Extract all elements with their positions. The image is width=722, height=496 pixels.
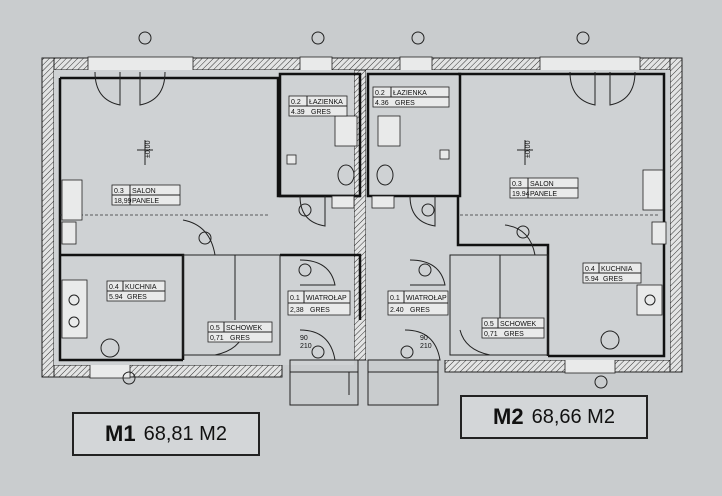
room-floor: GRES — [410, 307, 430, 314]
exterior-walls — [41, 56, 683, 379]
level-markers — [137, 140, 533, 395]
room-name: ŁAZIENKA — [393, 90, 427, 97]
room-floor: GRES — [127, 294, 147, 301]
room-floor: GRES — [311, 109, 331, 116]
room-floor: PANELE — [132, 198, 159, 205]
room-area: 18,99 — [114, 198, 132, 205]
room-floor: GRES — [310, 307, 330, 314]
unit-area-box-m1: M1 68,81 M2 — [72, 412, 260, 456]
room-label-left-schowek: 0.5 SCHOWEK 0,71 GRES — [207, 321, 273, 343]
room-label-left-lazienka: 0.2 ŁAZIENKA 4.39 GRES — [288, 95, 348, 117]
room-area: 0,71 — [210, 335, 224, 342]
room-label-left-wiatrolap: 0.1 WIATROŁAP 2,38 GRES — [287, 290, 351, 316]
entry-stairs — [289, 359, 439, 406]
door-height-left: 210 — [300, 343, 312, 350]
room-num: 0.3 — [114, 188, 124, 195]
room-label-right-salon: 0.3 SALON 19.94 PANELE — [509, 177, 579, 199]
room-name: SCHOWEK — [500, 321, 537, 328]
unit-area: 68,66 M2 — [531, 405, 615, 428]
unit-area: 68,81 M2 — [143, 422, 227, 445]
room-num: 0.3 — [512, 181, 522, 188]
room-num: 0.4 — [585, 266, 595, 273]
room-floor: GRES — [230, 335, 250, 342]
room-name: SALON — [530, 181, 554, 188]
room-name: SCHOWEK — [226, 325, 263, 332]
room-num: 0.4 — [109, 284, 119, 291]
room-area: 2.40 — [390, 307, 404, 314]
room-floor: PANELE — [530, 191, 557, 198]
room-area: 19.94 — [512, 191, 530, 198]
room-num: 0.1 — [390, 295, 400, 302]
room-area: 5.94 — [585, 276, 599, 283]
left-unit-walls — [58, 72, 362, 362]
right-unit-walls — [366, 72, 666, 358]
room-label-right-kuchnia: 0.4 KUCHNIA 5.94 GRES — [582, 262, 642, 284]
room-num: 0.1 — [290, 295, 300, 302]
room-num: 0.5 — [210, 325, 220, 332]
room-floor: GRES — [504, 331, 524, 338]
room-label-left-kuchnia: 0.4 KUCHNIA 5.94 GRES — [106, 280, 166, 302]
room-label-right-schowek: 0.5 SCHOWEK 0,71 GRES — [481, 317, 545, 339]
unit-area-box-m2: M2 68,66 M2 — [460, 395, 648, 439]
level-label-left: ±0.00 — [145, 140, 152, 158]
room-floor: GRES — [395, 100, 415, 107]
room-name: KUCHNIA — [601, 266, 633, 273]
room-label-right-lazienka: 0.2 ŁAZIENKA 4.36 GRES — [372, 86, 450, 108]
unit-code: M2 — [493, 404, 524, 429]
fixtures — [61, 115, 667, 358]
door-width-right: 90 — [420, 335, 428, 342]
door-height-right: 210 — [420, 343, 432, 350]
room-num: 0.2 — [375, 90, 385, 97]
room-floor: GRES — [603, 276, 623, 283]
unit-code: M1 — [105, 421, 136, 446]
room-name: SALON — [132, 188, 156, 195]
room-area: 4.36 — [375, 100, 389, 107]
room-area: 4.39 — [291, 109, 305, 116]
room-num: 0.5 — [484, 321, 494, 328]
level-label-right: ±0.00 — [525, 140, 532, 158]
room-label-right-wiatrolap: 0.1 WIATROŁAP 2.40 GRES — [387, 290, 449, 316]
door-swings — [94, 71, 636, 361]
section-markers — [122, 31, 608, 389]
room-area: 5.94 — [109, 294, 123, 301]
room-label-left-salon: 0.3 SALON 18,99 PANELE — [111, 184, 181, 206]
room-name: ŁAZIENKA — [309, 99, 343, 106]
room-area: 2,38 — [290, 307, 304, 314]
room-num: 0.2 — [291, 99, 301, 106]
room-area: 0,71 — [484, 331, 498, 338]
room-name: KUCHNIA — [125, 284, 157, 291]
room-name: WIATROŁAP — [406, 295, 447, 302]
room-name: WIATROŁAP — [306, 295, 347, 302]
door-width-left: 90 — [300, 335, 308, 342]
